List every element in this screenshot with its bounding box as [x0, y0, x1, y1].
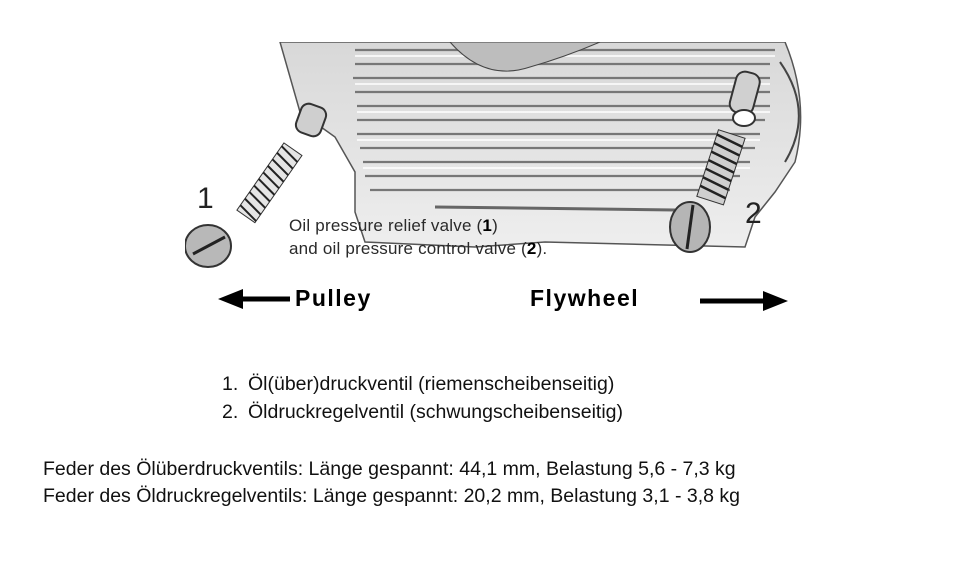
engine-valve-illustration: 1 2 Oil pressure relief valve (1) and oi… — [185, 42, 810, 320]
pulley-direction-label: Pulley — [295, 285, 372, 311]
flywheel-direction-label: Flywheel — [530, 285, 640, 311]
spring-specifications: Feder des Ölüberdruckventils: Länge gesp… — [43, 456, 740, 510]
spec-line-control-valve: Feder des Öldruckregelventils: Länge ges… — [43, 485, 740, 507]
right-arrow-icon — [700, 291, 788, 311]
valve-label-2: 2 — [745, 197, 762, 230]
list-item: 1.Öl(über)druckventil (riemenscheibensei… — [222, 373, 615, 395]
engine-block-drawing — [185, 42, 802, 311]
figure-caption-line-1: Oil pressure relief valve (1) — [289, 216, 498, 235]
valve-list: 1.Öl(über)druckventil (riemenscheibensei… — [222, 370, 623, 426]
valve-label-1: 1 — [197, 182, 214, 215]
left-arrow-icon — [218, 289, 290, 309]
spec-line-relief-valve: Feder des Ölüberdruckventils: Länge gesp… — [43, 458, 736, 480]
list-item: 2.Öldruckregelventil (schwungscheibensei… — [222, 401, 624, 423]
figure-caption-line-2: and oil pressure control valve (2). — [289, 239, 548, 258]
